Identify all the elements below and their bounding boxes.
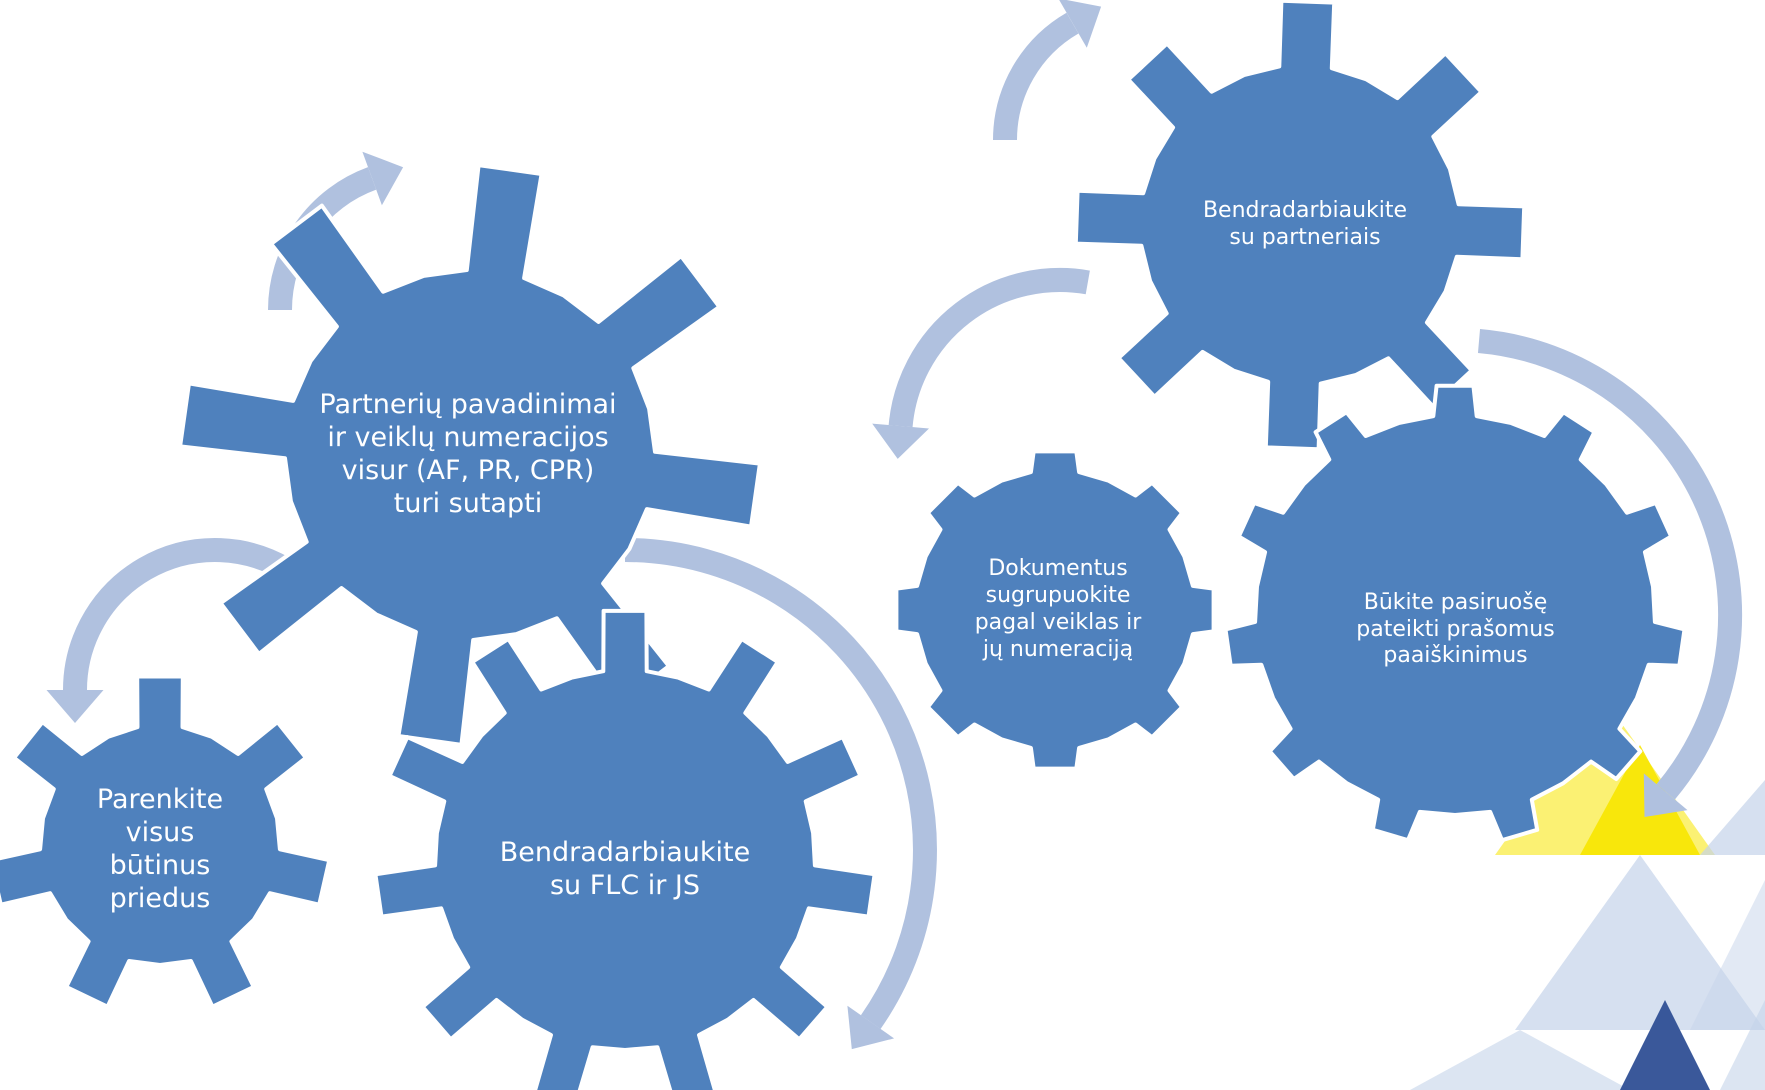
gear-label-group-documents: Dokumentus sugrupuokite pagal veiklas ir… bbox=[974, 556, 1142, 662]
gear-cooperate-flc-shape bbox=[373, 608, 877, 1090]
triangle-pattern-decoration bbox=[1410, 700, 1765, 1090]
arrow-head-icon bbox=[872, 423, 929, 459]
decor-triangle bbox=[1700, 780, 1765, 855]
gear-label-be-ready: Būkite pasiruošę pateikti prašomus paaiš… bbox=[1356, 589, 1555, 669]
circular-arrow-icon bbox=[1477, 329, 1743, 800]
decor-triangle bbox=[1720, 1000, 1765, 1090]
gear-cooperate-partners-shape bbox=[1073, 0, 1527, 452]
arrows-layer bbox=[46, 0, 1743, 1050]
gear-label-cooperate-flc: Bendradarbiaukite su FLC ir JS bbox=[499, 837, 751, 901]
arrow-head-icon bbox=[847, 1005, 895, 1050]
arrow-head-icon bbox=[1643, 773, 1688, 817]
circular-arrow-icon bbox=[624, 538, 937, 1029]
circular-arrow-icon bbox=[993, 12, 1079, 141]
gear-attachments-shape bbox=[0, 674, 332, 1009]
decor-triangle bbox=[1580, 745, 1700, 855]
gear-partners-names-shape bbox=[178, 163, 762, 747]
gear-label-cooperate-partners: Bendradarbiaukite su partneriais bbox=[1202, 198, 1408, 250]
arrow-head-icon bbox=[362, 151, 404, 206]
gear-be-ready-shape bbox=[1223, 383, 1687, 843]
gear-label-attachments: Parenkite visus būtinus priedus bbox=[96, 784, 224, 914]
gear-group-documents-shape bbox=[894, 449, 1216, 771]
decor-triangle bbox=[1410, 1030, 1630, 1090]
gears-layer bbox=[0, 0, 1687, 1090]
circular-arrow-icon bbox=[888, 267, 1090, 428]
arrow-head-icon bbox=[1059, 0, 1102, 48]
decor-triangle bbox=[1515, 855, 1765, 1030]
decor-triangle bbox=[1620, 1000, 1710, 1090]
arrow-head-icon bbox=[46, 690, 104, 723]
circular-arrow-icon bbox=[63, 538, 291, 691]
gear-label-partners-names: Partnerių pavadinimai ir veiklų numeraci… bbox=[319, 389, 617, 519]
decor-triangle bbox=[1690, 880, 1765, 1030]
